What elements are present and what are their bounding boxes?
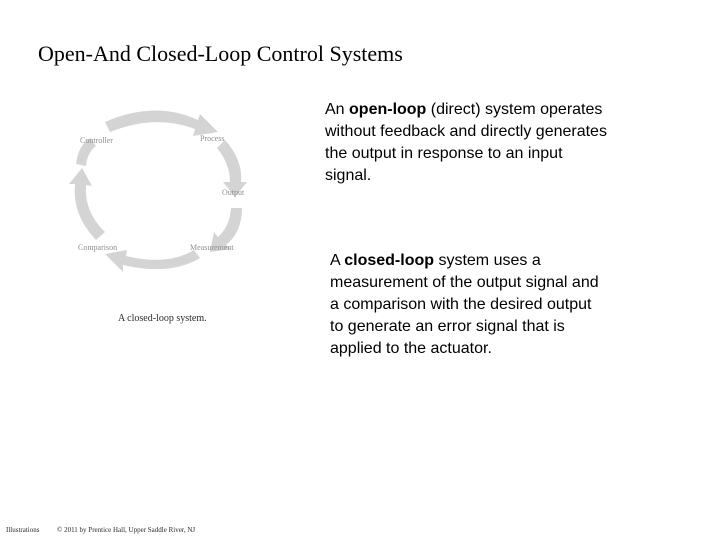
arrow-left-upper: [76, 138, 96, 166]
open-loop-suffix: (direct) system operates without feedbac…: [325, 101, 607, 184]
closed-loop-paragraph: A closed-loop system uses a measurement …: [330, 250, 600, 360]
arrow-process-to-output: [217, 140, 247, 197]
closed-loop-figure: Controller Process Output Comparison Mea…: [60, 100, 270, 350]
open-loop-prefix: An: [325, 101, 350, 118]
open-loop-paragraph: An open-loop (direct) system operates wi…: [325, 99, 610, 187]
closed-loop-term: closed-loop: [344, 252, 435, 269]
footer-copyright: © 2011 by Prentice Hall, Upper Saddle Ri…: [57, 526, 196, 534]
arrow-output-to-measurement: [210, 208, 242, 252]
label-process: Process: [200, 134, 225, 143]
label-measurement: Measurement: [190, 243, 234, 252]
loop-arrows-graphic: [69, 110, 247, 272]
label-controller: Controller: [80, 136, 113, 145]
arrow-comparison-to-controller: [69, 168, 105, 240]
closed-loop-suffix: system uses a measurement of the output …: [330, 252, 599, 357]
open-loop-term: open-loop: [349, 101, 427, 118]
footer-illustrations: Illustrations: [6, 526, 40, 534]
label-comparison: Comparison: [78, 243, 118, 252]
arrow-measurement-to-comparison: [105, 250, 200, 272]
closed-loop-prefix: A: [330, 252, 345, 269]
label-output: Output: [222, 188, 245, 197]
arrow-controller-to-process: [105, 110, 218, 136]
slide-title: Open-And Closed-Loop Control Systems: [38, 41, 403, 66]
figure-caption: A closed-loop system.: [118, 313, 207, 324]
